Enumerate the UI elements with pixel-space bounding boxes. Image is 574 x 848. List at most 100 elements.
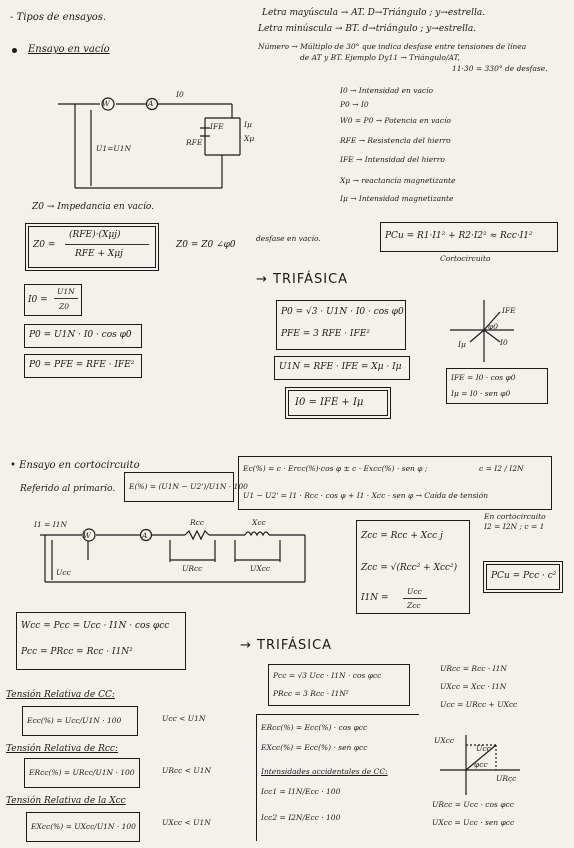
trifasica-heading-cc: → TRIFÁSICA: [240, 638, 333, 653]
circuit-u1-label: U1=U1N: [96, 144, 132, 153]
z0-polar-note: desfase en vacío.: [256, 234, 321, 243]
uxcc: UXcc = Xcc · I1N: [440, 682, 507, 691]
legend-item: I0 → Intensidad en vacío: [340, 86, 434, 95]
ercc-cond: URcc < U1N: [162, 766, 212, 775]
pcu-formula-box: PCu = R1·I1² + R2·I2² ≈ Rcc·I1²: [380, 222, 558, 252]
wcc-formula: Wcc = Pcc = Ucc · I1N · cos φcc: [21, 621, 170, 631]
i0-formula-lhs: I0 =: [28, 295, 48, 305]
note-number-line3: 11·30 = 330° de desfase.: [452, 64, 548, 73]
phasor-ucc-label: Ucc: [476, 744, 491, 753]
phasor-ife-label: IFE: [502, 306, 516, 315]
tri-u1n-box: U1N = RFE · IFE = Xμ · Iμ: [274, 356, 410, 380]
ec-formula: Ec(%) = c · Ercc(%)·cos φ ± c · Excc(%) …: [243, 464, 428, 473]
tri-pcc: Pcc = √3 Ucc · I1N · cos φcc: [273, 671, 382, 680]
pcc-formula: Pcc = PRcc = Rcc · I1N²: [21, 647, 133, 657]
circuit-uxcc-label: UXcc: [250, 564, 271, 573]
trifasica-heading-vacio: → TRIFÁSICA: [256, 272, 349, 287]
tri-u1n: U1N = RFE · IFE = Xμ · Iμ: [279, 362, 402, 372]
uxcc-sen: UXcc = Ucc · sen φcc: [432, 818, 515, 827]
ercc-excc-box: ERcc(%) = Ecc(%) · cos φcc EXcc(%) = Ecc…: [256, 714, 419, 841]
circuit-i1-label: I1 = I1N: [34, 520, 68, 529]
zcc-vec: Zcc = Rcc + Xcc j: [361, 531, 443, 541]
pcu-c-box: PCu = Pcc · c²: [483, 561, 563, 593]
legend-item: W0 = P0 → Potencia en vacío: [340, 116, 451, 125]
circuit-ife-label: IFE: [210, 122, 224, 131]
z0-formula-num: (RFE)·(Xμj): [69, 230, 121, 240]
ecc-cond: Ucc < U1N: [162, 714, 206, 723]
excc-cond: UXcc < U1N: [162, 818, 211, 827]
phasor-phi-label: φ0: [488, 322, 499, 331]
tri-p0: P0 = √3 · U1N · I0 · cos φ0: [281, 307, 404, 317]
accidentales: Intensidades accidentales de CC:: [261, 767, 388, 776]
p0-pfe-formula: P0 = PFE = RFE · IFE²: [29, 360, 135, 370]
tri-vacio-box: P0 = √3 · U1N · I0 · cos φ0 PFE = 3 RFE …: [276, 300, 406, 350]
i0-formula-den: Z0: [59, 302, 69, 311]
excc-sen: EXcc(%) = Ecc(%) · sen φcc: [261, 743, 368, 752]
excc-box: EXcc(%) = UXcc/U1N · 100: [26, 812, 140, 842]
icc2: Icc2 = I2N/Ecc · 100: [261, 813, 341, 822]
icc1: Icc1 = I1N/Ecc · 100: [261, 787, 341, 796]
ecc-box: Ecc(%) = Ucc/U1N · 100: [22, 706, 138, 736]
legend-item: P0 → I0: [340, 100, 369, 109]
section-heading-vacio: Ensayo en vacío: [28, 44, 110, 55]
z0-definition: Z0 → Impedancia en vacío.: [32, 202, 154, 212]
ec-formula-box: Ec(%) = c · Ercc(%)·cos φ ± c · Excc(%) …: [238, 456, 552, 510]
excc-formula: EXcc(%) = UXcc/U1N · 100: [31, 822, 136, 831]
i0-formula-num: U1N: [57, 287, 75, 296]
imu-sen: Iμ = I0 · sen φ0: [451, 389, 511, 398]
wattmeter-label: W: [102, 99, 110, 108]
circuit-xcc-label: Xcc: [252, 518, 266, 527]
cc-subtitle: Referido al primario.: [20, 484, 116, 494]
legend-item: RFE → Resistencia del hierro: [340, 136, 451, 145]
z0-formula-lhs: Z0 =: [33, 240, 56, 250]
tri-pfe: PFE = 3 RFE · IFE²: [281, 329, 370, 339]
legend-item: IFE → Intensidad del hierro: [340, 155, 445, 164]
c-formula: c = I2 / I2N: [479, 464, 524, 473]
t-rel-cc: Tensión Relativa de CC:: [6, 690, 115, 700]
i0-formula-box: I0 = U1N Z0: [24, 284, 82, 316]
page-title: - Tipos de ensayos.: [10, 12, 107, 23]
pcu-formula: PCu = R1·I1² + R2·I2² ≈ Rcc·I1²: [385, 231, 533, 241]
z0-formula-den: RFE + Xμj: [75, 249, 123, 259]
circuit-imu-label: Iμ: [244, 120, 252, 129]
c-note2: I2 = I2N ; c = 1: [484, 522, 545, 531]
circuit-meter-a: A: [142, 531, 148, 540]
phasor-i0-label: I0: [500, 338, 508, 347]
ife-cos: IFE = I0 · cos φ0: [451, 373, 516, 382]
tri-i0: I0 = IFE + Iμ: [295, 397, 364, 408]
ucc-vec: Ucc = URcc + UXcc: [440, 700, 518, 709]
circuit-i0-label: I0: [176, 90, 184, 99]
p0-formula: P0 = U1N · I0 · cos φ0: [29, 330, 132, 340]
i1n-lhs: I1N =: [361, 593, 389, 603]
ercc-cos: ERcc(%) = Ecc(%) · cos φcc: [261, 723, 368, 732]
tri-i0-box: I0 = IFE + Iμ: [285, 387, 391, 419]
urcc-cos: URcc = Ucc · cos φcc: [432, 800, 514, 809]
p0-pfe-formula-box: P0 = PFE = RFE · IFE²: [24, 354, 142, 378]
pcu-note: Cortocircuito: [440, 254, 491, 263]
legend-item: Xμ → reactancia magnetizante: [340, 176, 456, 185]
note-uppercase-letter: Letra mayúscula → AT. D→Triángulo ; y→es…: [262, 8, 486, 18]
i1n-den: Zcc: [407, 601, 421, 610]
i1n-num: Ucc: [407, 587, 422, 596]
ecc-formula: Ecc(%) = Ucc/U1N · 100: [27, 716, 122, 725]
c-note1: En cortocircuito: [484, 512, 546, 521]
e-formula: E(%) = (U1N − U2')/U1N · 100: [129, 482, 248, 491]
bullet: [12, 48, 17, 53]
zcc-box: Zcc = Rcc + Xcc j Zcc = √(Rcc² + Xcc²) I…: [356, 520, 470, 614]
zcc-mod: Zcc = √(Rcc² + Xcc²): [361, 563, 458, 573]
ife-imu-box: IFE = I0 · cos φ0 Iμ = I0 · sen φ0: [446, 368, 548, 404]
pcu-c: PCu = Pcc · c²: [491, 571, 557, 581]
legend-item: Iμ → Intensidad magnetizante: [340, 194, 454, 203]
circuit-urcc-label: URcc: [182, 564, 203, 573]
note-lowercase-letter: Letra minúscula → BT. d→triángulo ; y→es…: [258, 24, 477, 34]
tri-prcc: PRcc = 3 Rcc · I1N²: [273, 689, 349, 698]
p0-formula-box: P0 = U1N · I0 · cos φ0: [24, 324, 142, 348]
urcc: URcc = Rcc · I1N: [440, 664, 507, 673]
phasor-phi-cc-label: φcc: [474, 760, 488, 769]
ercc-box: ERcc(%) = URcc/U1N · 100: [24, 758, 140, 788]
wcc-pcc-box: Wcc = Pcc = Ucc · I1N · cos φcc Pcc = PR…: [16, 612, 186, 670]
e-formula-box: E(%) = (U1N − U2')/U1N · 100: [124, 472, 248, 502]
tri-cc-box: Pcc = √3 Ucc · I1N · cos φcc PRcc = 3 Rc…: [268, 664, 410, 706]
phasor-uxcc-label: UXcc: [434, 736, 455, 745]
